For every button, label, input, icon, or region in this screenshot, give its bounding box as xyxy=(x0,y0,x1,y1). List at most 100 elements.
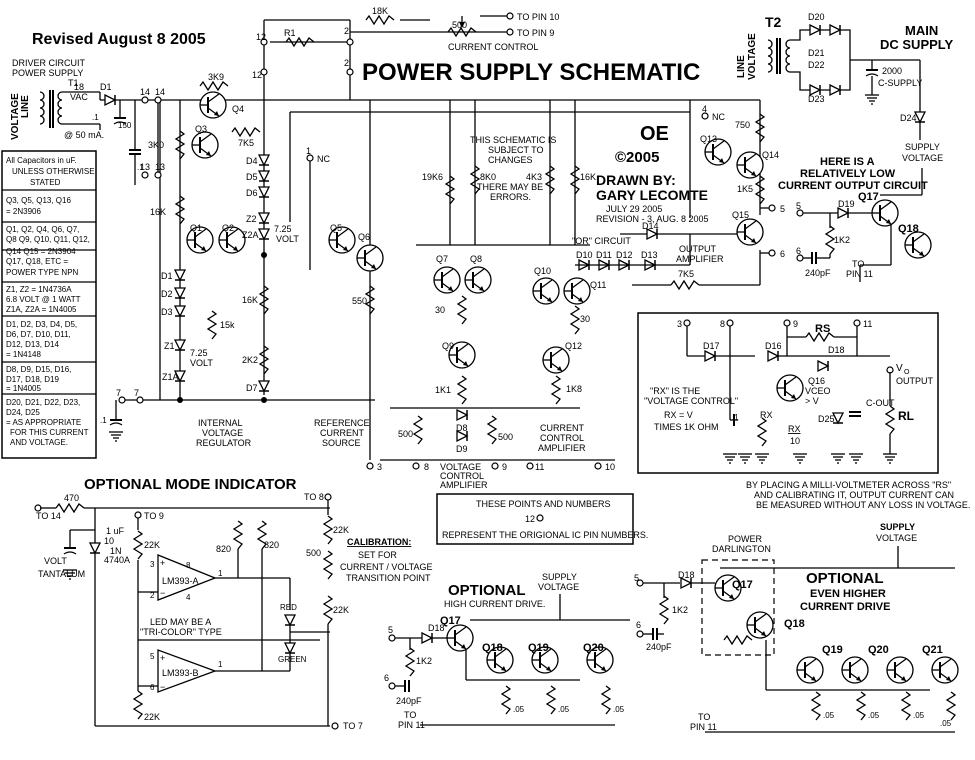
svg-text:NC: NC xyxy=(712,112,725,122)
subject-note: THIS SCHEMATIC IS SUBJECT TO CHANGES THE… xyxy=(470,135,556,202)
svg-text:LM393-A: LM393-A xyxy=(162,576,199,586)
driver-power-supply: DRIVER CIRCUIT POWER SUPPLY T1 VOLTAGE L… xyxy=(10,58,165,185)
legend-box: All Capacitors in uF. UNLESS OTHERWISE S… xyxy=(1,150,97,459)
svg-text:DARLINGTON: DARLINGTON xyxy=(712,544,771,554)
svg-text:AND VOLTAGE.: AND VOLTAGE. xyxy=(10,438,68,447)
svg-text:Q15: Q15 xyxy=(732,210,749,220)
svg-text:D2: D2 xyxy=(161,289,173,299)
page-title: POWER SUPPLY SCHEMATIC xyxy=(362,59,700,86)
svg-text:470: 470 xyxy=(64,493,79,503)
svg-text:1: 1 xyxy=(218,569,223,578)
svg-text:HIGH CURRENT DRIVE.: HIGH CURRENT DRIVE. xyxy=(444,599,545,609)
svg-text:D16: D16 xyxy=(765,341,782,351)
svg-text:1K5: 1K5 xyxy=(737,184,753,194)
svg-text:TO: TO xyxy=(404,710,416,720)
svg-text:30: 30 xyxy=(580,314,590,324)
svg-text:6: 6 xyxy=(150,683,155,692)
svg-text:RX: RX xyxy=(760,410,773,420)
svg-text:D21: D21 xyxy=(808,48,825,58)
svg-text:+: + xyxy=(160,653,165,663)
svg-text:POWER: POWER xyxy=(728,534,763,544)
svg-text:D1, D2, D3, D4, D5,: D1, D2, D3, D4, D5, xyxy=(6,320,77,329)
svg-text:Q14: Q14 xyxy=(762,150,779,160)
svg-text:CURRENT OUTPUT CIRCUIT: CURRENT OUTPUT CIRCUIT xyxy=(778,180,928,192)
svg-text:AMPLIFIER: AMPLIFIER xyxy=(676,254,724,264)
svg-text:Q5: Q5 xyxy=(330,223,342,233)
svg-text:SUPPLY: SUPPLY xyxy=(542,572,577,582)
svg-text:D10: D10 xyxy=(576,250,593,260)
svg-text:6: 6 xyxy=(636,620,641,630)
svg-text:7.25: 7.25 xyxy=(274,224,292,234)
svg-text:EVEN HIGHER: EVEN HIGHER xyxy=(810,588,886,600)
svg-text:1: 1 xyxy=(306,146,311,156)
svg-text:1K2: 1K2 xyxy=(672,605,688,615)
svg-text:30: 30 xyxy=(435,305,445,315)
svg-text:Q9: Q9 xyxy=(442,341,454,351)
svg-text:1K2: 1K2 xyxy=(834,235,850,245)
voltage-control-box: 3 8 9 11 D17 D16 RS D18 V O OUTPUT Q16 V… xyxy=(637,312,939,474)
svg-text:THERE MAY BE: THERE MAY BE xyxy=(477,182,543,192)
svg-text:8K0: 8K0 xyxy=(480,172,496,182)
svg-text:10: 10 xyxy=(104,536,114,546)
svg-text:.1: .1 xyxy=(100,416,107,425)
svg-text:Q4: Q4 xyxy=(232,104,244,114)
svg-text:D4: D4 xyxy=(246,156,258,166)
svg-text:OUTPUT: OUTPUT xyxy=(679,244,717,254)
svg-text:Z1: Z1 xyxy=(164,341,175,351)
svg-text:VCEO: VCEO xyxy=(805,386,831,396)
svg-text:TANTALUM: TANTALUM xyxy=(38,569,85,579)
svg-text:1K2: 1K2 xyxy=(416,656,432,666)
svg-text:4: 4 xyxy=(702,104,707,114)
svg-text:D13: D13 xyxy=(641,250,658,260)
svg-text:5: 5 xyxy=(780,204,785,214)
svg-text:LM393-B: LM393-B xyxy=(162,668,199,678)
svg-text:D19: D19 xyxy=(838,199,855,209)
svg-text:D18: D18 xyxy=(428,623,445,633)
svg-text:VOLTAGE: VOLTAGE xyxy=(202,428,243,438)
svg-text:SUPPLY: SUPPLY xyxy=(880,522,915,532)
svg-text:VOLT: VOLT xyxy=(276,234,299,244)
svg-text:3: 3 xyxy=(677,319,682,329)
svg-text:.05: .05 xyxy=(823,711,835,720)
svg-text:.1: .1 xyxy=(732,413,739,422)
svg-text:12: 12 xyxy=(525,514,535,524)
svg-text:Q17: Q17 xyxy=(440,615,461,627)
svg-text:500: 500 xyxy=(306,548,321,558)
svg-text:11: 11 xyxy=(863,319,872,329)
to-8: TO 8 xyxy=(304,492,324,502)
internal-voltage-regulator: 3K9 Q4 Q3 7K5 3K0 16K Q1 Q2 D1 D2 D3 Z1 … xyxy=(148,72,299,448)
svg-text:"OR" CIRCUIT: "OR" CIRCUIT xyxy=(572,236,631,246)
svg-text:D24, D25: D24, D25 xyxy=(6,408,40,417)
svg-text:Z2A: Z2A xyxy=(242,230,259,240)
svg-text:O: O xyxy=(904,369,910,376)
svg-text:D17, D18, D19: D17, D18, D19 xyxy=(6,375,59,384)
svg-text:VOLT: VOLT xyxy=(44,556,67,566)
svg-text:1 uF: 1 uF xyxy=(106,526,125,536)
svg-text:T1: T1 xyxy=(68,78,79,88)
svg-text:.05: .05 xyxy=(913,711,925,720)
svg-text:AMPLIFIER: AMPLIFIER xyxy=(440,480,488,490)
svg-text:C-SUPPLY: C-SUPPLY xyxy=(878,78,922,88)
svg-text:8: 8 xyxy=(424,462,429,472)
svg-text:13: 13 xyxy=(140,162,150,172)
svg-text:ERRORS.: ERRORS. xyxy=(490,192,531,202)
svg-text:@ 50 mA.: @ 50 mA. xyxy=(64,130,104,140)
svg-text:D11: D11 xyxy=(596,250,612,260)
output-amplifier: 4 NC 750 Q13 Q14 1K5 Q15 "OR" CIRCUIT D1… xyxy=(572,104,785,290)
svg-text:D8: D8 xyxy=(456,423,468,433)
svg-text:Q2: Q2 xyxy=(222,223,234,233)
svg-text:R1: R1 xyxy=(284,28,296,38)
svg-text:Z1A, Z2A = 1N4005: Z1A, Z2A = 1N4005 xyxy=(6,305,77,314)
svg-text:T2: T2 xyxy=(765,14,782,30)
bottom-pins: 3 8 9 11 10 7 7 .1 xyxy=(100,388,615,472)
svg-text:CURRENT: CURRENT xyxy=(540,423,585,433)
svg-text:C-OUT: C-OUT xyxy=(866,398,895,408)
current-control-amplifier: 4K3 16K Q10 Q11 30 Q12 1K8 CURRENT CONTR… xyxy=(526,165,606,453)
svg-text:18K: 18K xyxy=(372,6,388,16)
svg-text:D5: D5 xyxy=(246,172,258,182)
svg-text:VOLTAGE: VOLTAGE xyxy=(747,33,758,80)
svg-text:SET FOR: SET FOR xyxy=(358,550,397,560)
svg-text:RELATIVELY LOW: RELATIVELY LOW xyxy=(800,168,896,180)
svg-text:14: 14 xyxy=(155,87,165,97)
svg-text:Q18: Q18 xyxy=(482,642,503,654)
